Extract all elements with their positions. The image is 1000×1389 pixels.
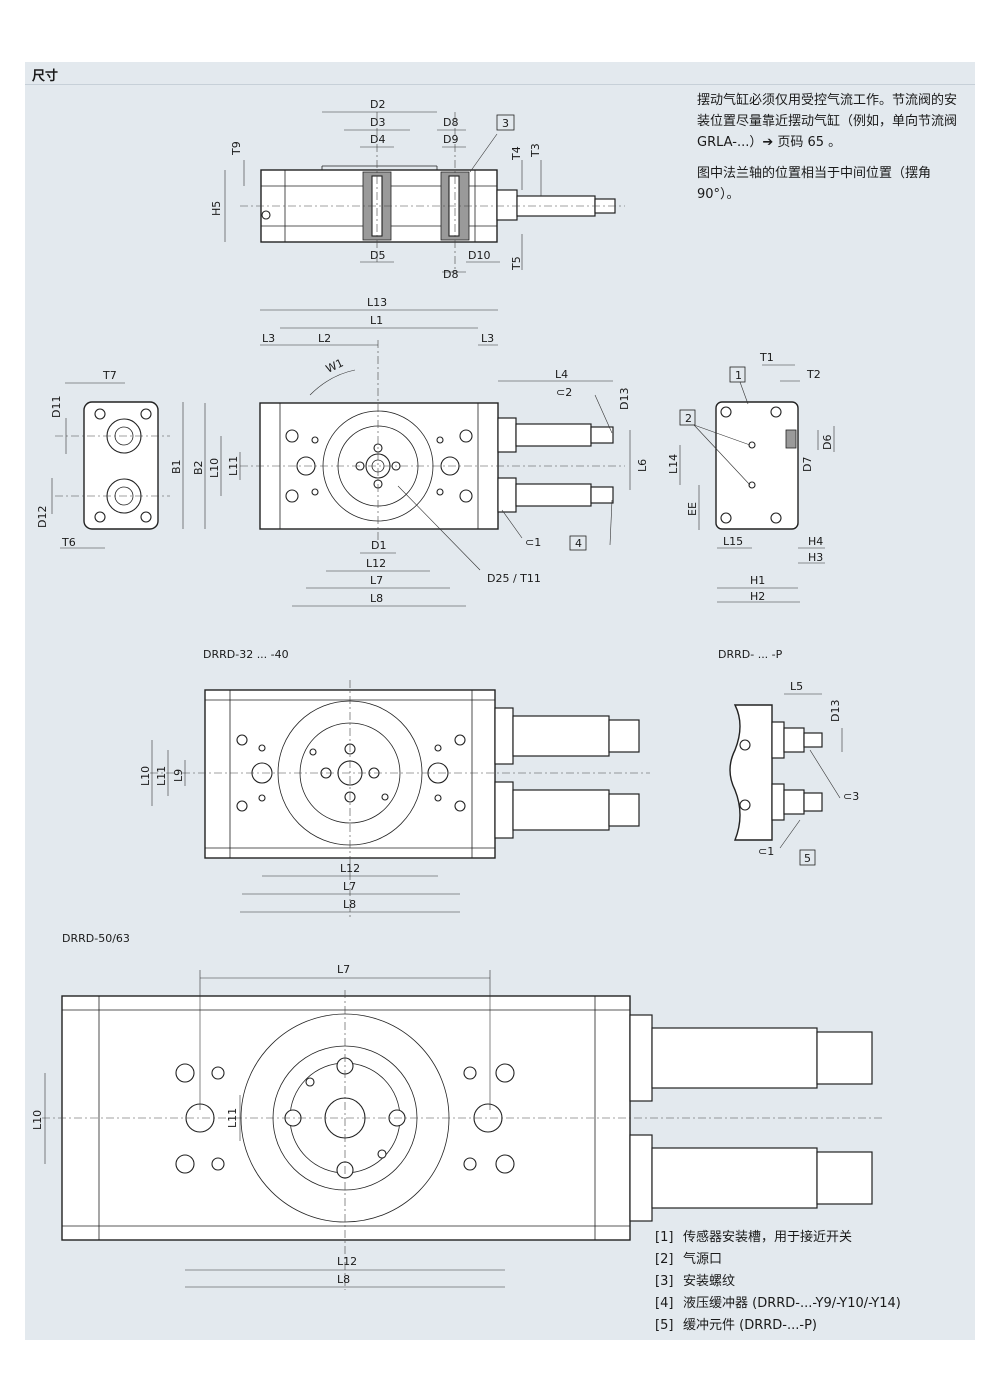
dim-D8: D8 [443, 116, 458, 129]
dim-H4: H4 [808, 535, 823, 548]
dim-D10: D10 [468, 249, 490, 262]
dim-L11-b: L11 [155, 766, 168, 786]
dim-D6: D6 [821, 435, 834, 450]
dim-C3: ⊂3 [843, 790, 859, 803]
dim-L8-b: L8 [343, 898, 356, 911]
callout-4: 4 [575, 537, 582, 550]
note-flange-position: 图中法兰轴的位置相当于中间位置（摆角 90°）。 [697, 166, 932, 202]
dim-C1-p: ⊂1 [758, 845, 774, 858]
notes: 摆动气缸必须仅用受控气流工作。节流阀的安装位置尽量靠近摆动气缸（例如，单向节流阀… [697, 90, 969, 215]
dim-L4: L4 [555, 368, 568, 381]
legend: [1]传感器安装槽，用于接近开关 [2]气源口 [3]安装螺纹 [4]液压缓冲器… [655, 1227, 901, 1337]
legend-item: [3]安装螺纹 [655, 1274, 736, 1289]
dim-L12-c: L12 [337, 1255, 357, 1268]
dim-L2: L2 [318, 332, 331, 345]
dim-D13-p: D13 [829, 700, 842, 722]
legend-item: [4]液压缓冲器 (DRRD-...-Y9/-Y10/-Y14) [655, 1296, 901, 1311]
dim-L7-b: L7 [343, 880, 356, 893]
dim-L12: L12 [366, 557, 386, 570]
view-drrd-50-63 [42, 970, 885, 1290]
dim-L13: L13 [367, 296, 387, 309]
section-title: 尺寸 [32, 69, 59, 84]
note-throttle: 摆动气缸必须仅用受控气流工作。节流阀的安装位置尽量靠近摆动气缸（例如，单向节流阀… [697, 93, 958, 150]
dim-D7: D7 [801, 457, 814, 472]
dim-L8-c: L8 [337, 1273, 350, 1286]
dim-T4: T4 [510, 146, 523, 161]
dim-L8: L8 [370, 592, 383, 605]
dim-L1: L1 [370, 314, 383, 327]
legend-item: [5]缓冲元件 (DRRD-...-P) [655, 1318, 817, 1333]
dim-L3-left: L3 [262, 332, 275, 345]
dim-D11: D11 [50, 396, 63, 418]
dim-EE: EE [686, 502, 699, 516]
callout-5: 5 [804, 852, 811, 865]
dim-T1: T1 [759, 351, 774, 364]
dim-T6: T6 [61, 536, 76, 549]
dim-L3-right: L3 [481, 332, 494, 345]
dim-D4: D4 [370, 133, 385, 146]
view-label-drrd-32-40: DRRD-32 ... -40 [203, 648, 289, 661]
dim-L5: L5 [790, 680, 803, 693]
dim-H2: H2 [750, 590, 765, 603]
dim-T5: T5 [510, 256, 523, 271]
legend-item: [2]气源口 [655, 1252, 723, 1267]
legend-item: [1]传感器安装槽，用于接近开关 [655, 1230, 853, 1245]
dim-L11: L11 [227, 456, 240, 476]
callout-3-top: 3 [502, 117, 509, 130]
view-label-drrd-50-63: DRRD-50/63 [62, 932, 130, 945]
dim-H5: H5 [210, 201, 223, 216]
dim-C1: ⊂1 [525, 536, 541, 549]
dim-D13: D13 [618, 388, 631, 410]
dim-L7-c: L7 [337, 963, 350, 976]
dim-L10-c: L10 [31, 1110, 44, 1130]
dim-H1: H1 [750, 574, 765, 587]
dim-D5: D5 [370, 249, 385, 262]
dim-L9-b: L9 [172, 769, 185, 782]
dim-D1: D1 [371, 539, 386, 552]
dim-B1: B1 [170, 459, 183, 474]
dim-L10: L10 [208, 458, 221, 478]
callout-2: 2 [685, 412, 692, 425]
dim-D8-lower: D8 [443, 268, 458, 281]
view-drrd-p [729, 693, 843, 866]
dim-L14: L14 [667, 454, 680, 474]
main-front-view [204, 309, 631, 607]
dim-L12-b: L12 [340, 862, 360, 875]
view-label-drrd-p: DRRD- ... -P [718, 648, 783, 661]
dim-L15: L15 [723, 535, 743, 548]
dim-T2: T2 [806, 368, 821, 381]
dim-T9: T9 [230, 141, 243, 156]
dim-L6: L6 [636, 459, 649, 472]
dim-D2: D2 [370, 98, 385, 111]
dim-D9: D9 [443, 133, 458, 146]
dim-W1: W1 [324, 356, 346, 375]
dim-H3: H3 [808, 551, 823, 564]
dim-D25-T11: D25 / T11 [487, 572, 541, 585]
dim-L7: L7 [370, 574, 383, 587]
dim-L10-b: L10 [139, 766, 152, 786]
dim-L11-c: L11 [226, 1108, 239, 1128]
dim-C2: ⊂2 [556, 386, 572, 399]
view-drrd-32-40 [150, 680, 650, 920]
callout-1: 1 [735, 369, 742, 382]
dim-D12: D12 [36, 506, 49, 528]
right-side-view [679, 364, 835, 603]
dim-T3: T3 [529, 143, 542, 158]
left-side-view [51, 382, 184, 549]
dim-D3: D3 [370, 116, 385, 129]
section-view-top [224, 111, 625, 273]
dim-T7: T7 [102, 369, 117, 382]
panel-header: 尺寸 [25, 62, 975, 85]
dim-B2: B2 [192, 460, 205, 475]
